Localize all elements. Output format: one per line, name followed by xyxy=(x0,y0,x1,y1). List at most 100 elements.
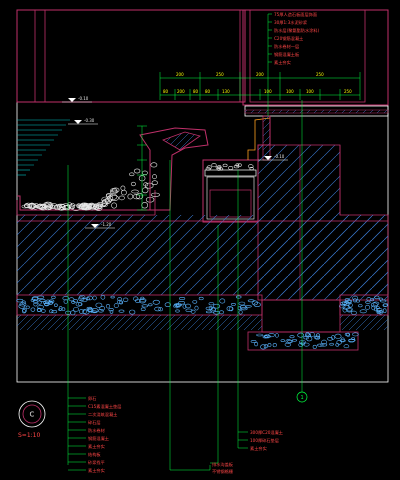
pebble xyxy=(100,294,106,300)
pebble xyxy=(45,299,51,305)
detail-symbol-label: C xyxy=(30,411,35,419)
callout-text: 防水层(聚氨酯防水涂料) xyxy=(274,27,320,34)
pebble xyxy=(120,185,126,191)
upper-structure xyxy=(16,9,389,106)
pebble xyxy=(150,162,158,168)
pebble xyxy=(256,333,263,337)
pebble xyxy=(141,202,148,209)
pebble xyxy=(198,296,204,301)
detail-title: C S=1:10 xyxy=(18,400,46,439)
pebble xyxy=(37,300,42,305)
callout-text: 300厚C20混凝土 xyxy=(250,429,283,436)
pebble xyxy=(29,203,37,209)
callout-text: 钢筋混凝土板 xyxy=(274,51,300,58)
pebble xyxy=(141,170,148,176)
pebble xyxy=(43,201,52,209)
dim-label: 200 xyxy=(256,72,264,77)
dim-label: 250 xyxy=(216,72,224,77)
pebble xyxy=(33,302,38,307)
pebble xyxy=(272,343,277,348)
scale-label: S=1:10 xyxy=(18,432,40,439)
dimension-lines xyxy=(137,72,361,211)
pebble xyxy=(109,310,114,314)
pebble xyxy=(129,309,136,315)
pebble xyxy=(94,205,103,212)
dimension-labels-row1: 200 250 200 250 xyxy=(176,72,324,77)
pebble xyxy=(219,298,226,304)
dim-label: 80 xyxy=(163,89,169,94)
grid-bubble-label: 1 xyxy=(301,395,304,401)
dim-label: 200 xyxy=(177,89,185,94)
pebble xyxy=(352,295,359,301)
pebble xyxy=(51,310,58,314)
pebble xyxy=(306,336,313,342)
dim-label: 250 xyxy=(344,89,352,94)
trench-channel xyxy=(209,189,252,218)
pebble xyxy=(152,299,160,305)
pebble xyxy=(104,197,112,204)
callout-text: 素土夯实 xyxy=(274,59,291,66)
pebble xyxy=(175,309,180,313)
grid-axis-bubble: 1 xyxy=(296,391,308,403)
right-inner-wall xyxy=(249,9,366,103)
pebble xyxy=(91,308,99,313)
pebble xyxy=(73,307,80,312)
pebble xyxy=(346,308,353,313)
pebble xyxy=(260,344,267,350)
pebble xyxy=(51,295,56,300)
pebble xyxy=(92,295,97,301)
pebble xyxy=(343,344,350,349)
pebble xyxy=(164,302,171,308)
pebble xyxy=(315,333,320,338)
pebble xyxy=(99,305,105,311)
pebble xyxy=(254,342,259,347)
callout-text: 碎石层 xyxy=(88,419,101,426)
pebble xyxy=(147,303,153,307)
pebble xyxy=(364,304,371,310)
pond-basin xyxy=(16,190,156,216)
pebble xyxy=(110,295,115,299)
pebble xyxy=(378,297,383,301)
pebble xyxy=(80,297,88,303)
pebble xyxy=(194,305,199,311)
pebble xyxy=(34,204,44,209)
pebble xyxy=(213,311,220,315)
pebble xyxy=(305,332,310,337)
pebble xyxy=(130,181,136,187)
pebble xyxy=(62,296,69,301)
pebble xyxy=(117,297,122,301)
pebble xyxy=(219,310,225,315)
water-surface-lines xyxy=(17,119,70,176)
callout-text: 结构板 xyxy=(88,451,101,458)
callouts-bottom-mid: 排水沟盖板 不锈钢格栅 xyxy=(212,461,234,475)
callout-text: 素土夯实 xyxy=(88,443,105,450)
pebble xyxy=(245,304,252,308)
pebble xyxy=(100,203,108,208)
pebble xyxy=(63,299,68,304)
pebble xyxy=(41,309,46,313)
pebble xyxy=(298,342,304,347)
callout-text: 素土夯实 xyxy=(88,467,105,474)
pebble xyxy=(321,339,327,345)
pebble xyxy=(119,300,124,305)
trench-inner xyxy=(206,176,255,220)
pebble xyxy=(312,344,317,349)
pebble xyxy=(54,303,58,307)
callouts-left: 卵石 C15素混凝土垫层 二次浇筑混凝土 碎石层 防水卷材 钢筋混凝土 素土夯实… xyxy=(88,395,121,474)
pebble xyxy=(86,306,93,310)
pebble xyxy=(222,163,228,167)
leader-lines xyxy=(67,13,303,471)
pebble xyxy=(217,165,222,169)
elevation-label: -0.10 xyxy=(78,96,89,101)
callout-text: C15素混凝土垫层 xyxy=(88,403,121,410)
trench-grate xyxy=(204,169,257,177)
pebble xyxy=(211,163,217,168)
pebble xyxy=(122,297,129,302)
pebble xyxy=(36,307,42,313)
bottom-soil xyxy=(17,315,388,330)
pile-cap xyxy=(247,299,359,351)
pebble xyxy=(372,301,380,306)
pebble xyxy=(348,339,355,343)
pebble xyxy=(317,343,324,347)
pebble xyxy=(382,308,387,314)
